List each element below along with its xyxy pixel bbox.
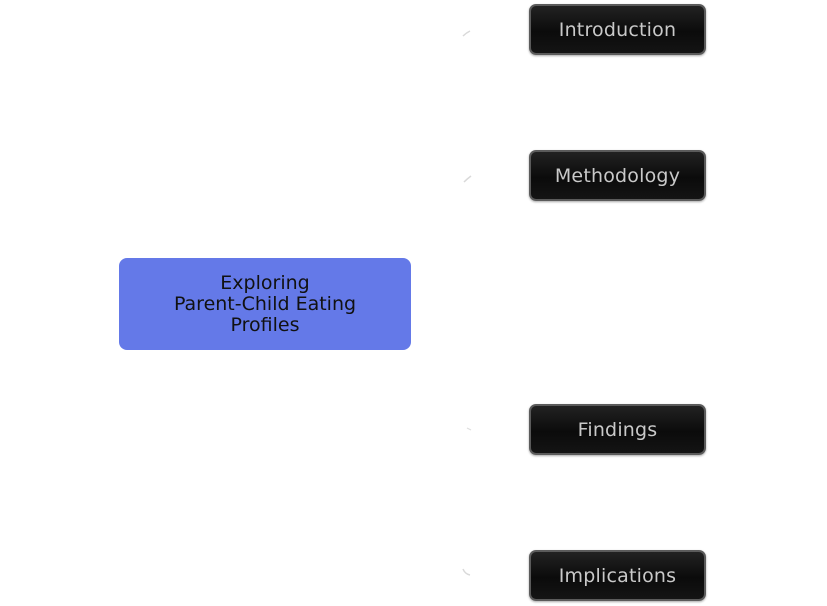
branch-label: Introduction	[558, 18, 677, 41]
branch-label: Methodology	[554, 164, 681, 187]
branch-node-implications[interactable]: Implications	[529, 550, 706, 601]
root-node-line-1: Exploring	[220, 271, 310, 294]
branch-label: Findings	[577, 418, 658, 441]
branch-node-methodology[interactable]: Methodology	[529, 150, 706, 201]
branch-node-introduction[interactable]: Introduction	[529, 4, 706, 55]
root-node-line-3: Profiles	[230, 313, 300, 336]
branch-label: Implications	[558, 564, 677, 587]
connector-introduction	[462, 30, 471, 37]
root-node[interactable]: Exploring Parent-Child Eating Profiles	[119, 258, 411, 350]
branch-node-findings[interactable]: Findings	[529, 404, 706, 455]
root-node-line-2: Parent-Child Eating	[173, 292, 357, 315]
connector-methodology	[463, 175, 472, 183]
connector-implications	[462, 568, 471, 576]
connector-findings	[466, 427, 472, 431]
